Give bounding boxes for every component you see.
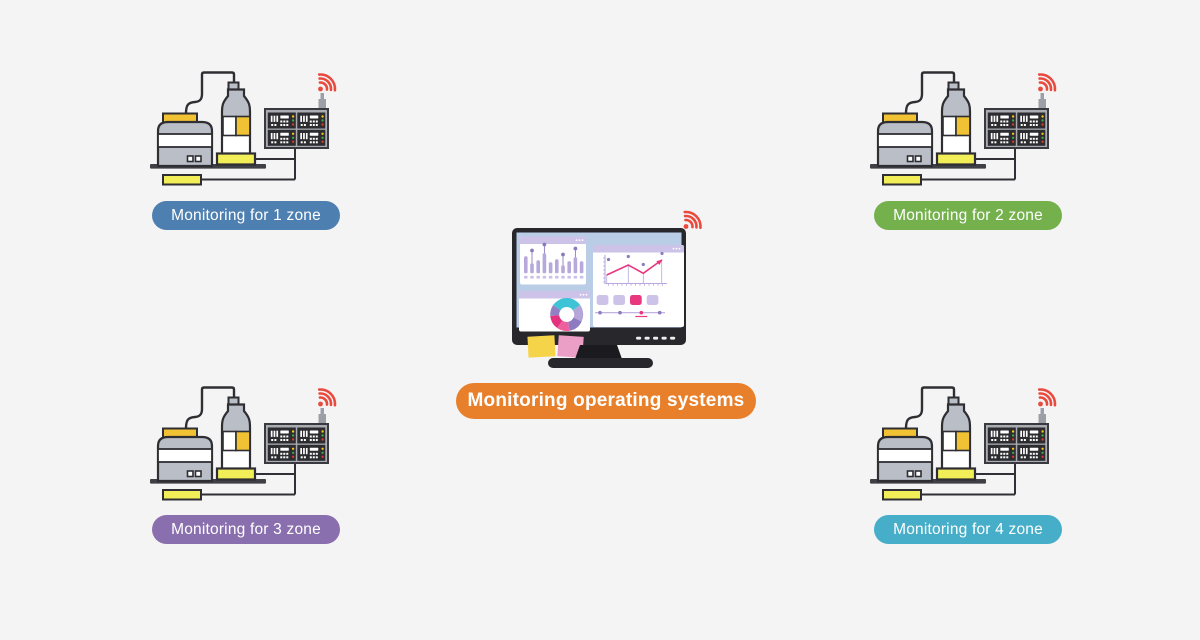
sticky-notes	[527, 335, 584, 358]
zone-3-equipment	[150, 375, 350, 507]
zone-2-label-pill: Monitoring for 2 zone	[874, 201, 1062, 230]
dashboard-bar-chart	[520, 236, 586, 285]
zone-4-label-pill: Monitoring for 4 zone	[874, 515, 1062, 544]
zone-3-label-pill: Monitoring for 3 zone	[152, 515, 340, 544]
zone-4-equipment	[870, 375, 1070, 507]
zone-1-label-pill: Monitoring for 1 zone	[152, 201, 340, 230]
dashboard-line-chart	[593, 245, 684, 327]
zone-2-equipment	[870, 60, 1070, 192]
sticky-note-pink	[557, 335, 584, 358]
monitor-stand	[548, 345, 653, 368]
zone-1-equipment	[150, 60, 350, 192]
bezel-vent-dashes	[636, 336, 676, 340]
dashboard-donut-chart	[519, 291, 590, 332]
central-label-pill: Monitoring operating systems	[456, 383, 756, 419]
sticky-note-yellow	[527, 335, 556, 358]
central-monitor-icon	[505, 196, 735, 376]
